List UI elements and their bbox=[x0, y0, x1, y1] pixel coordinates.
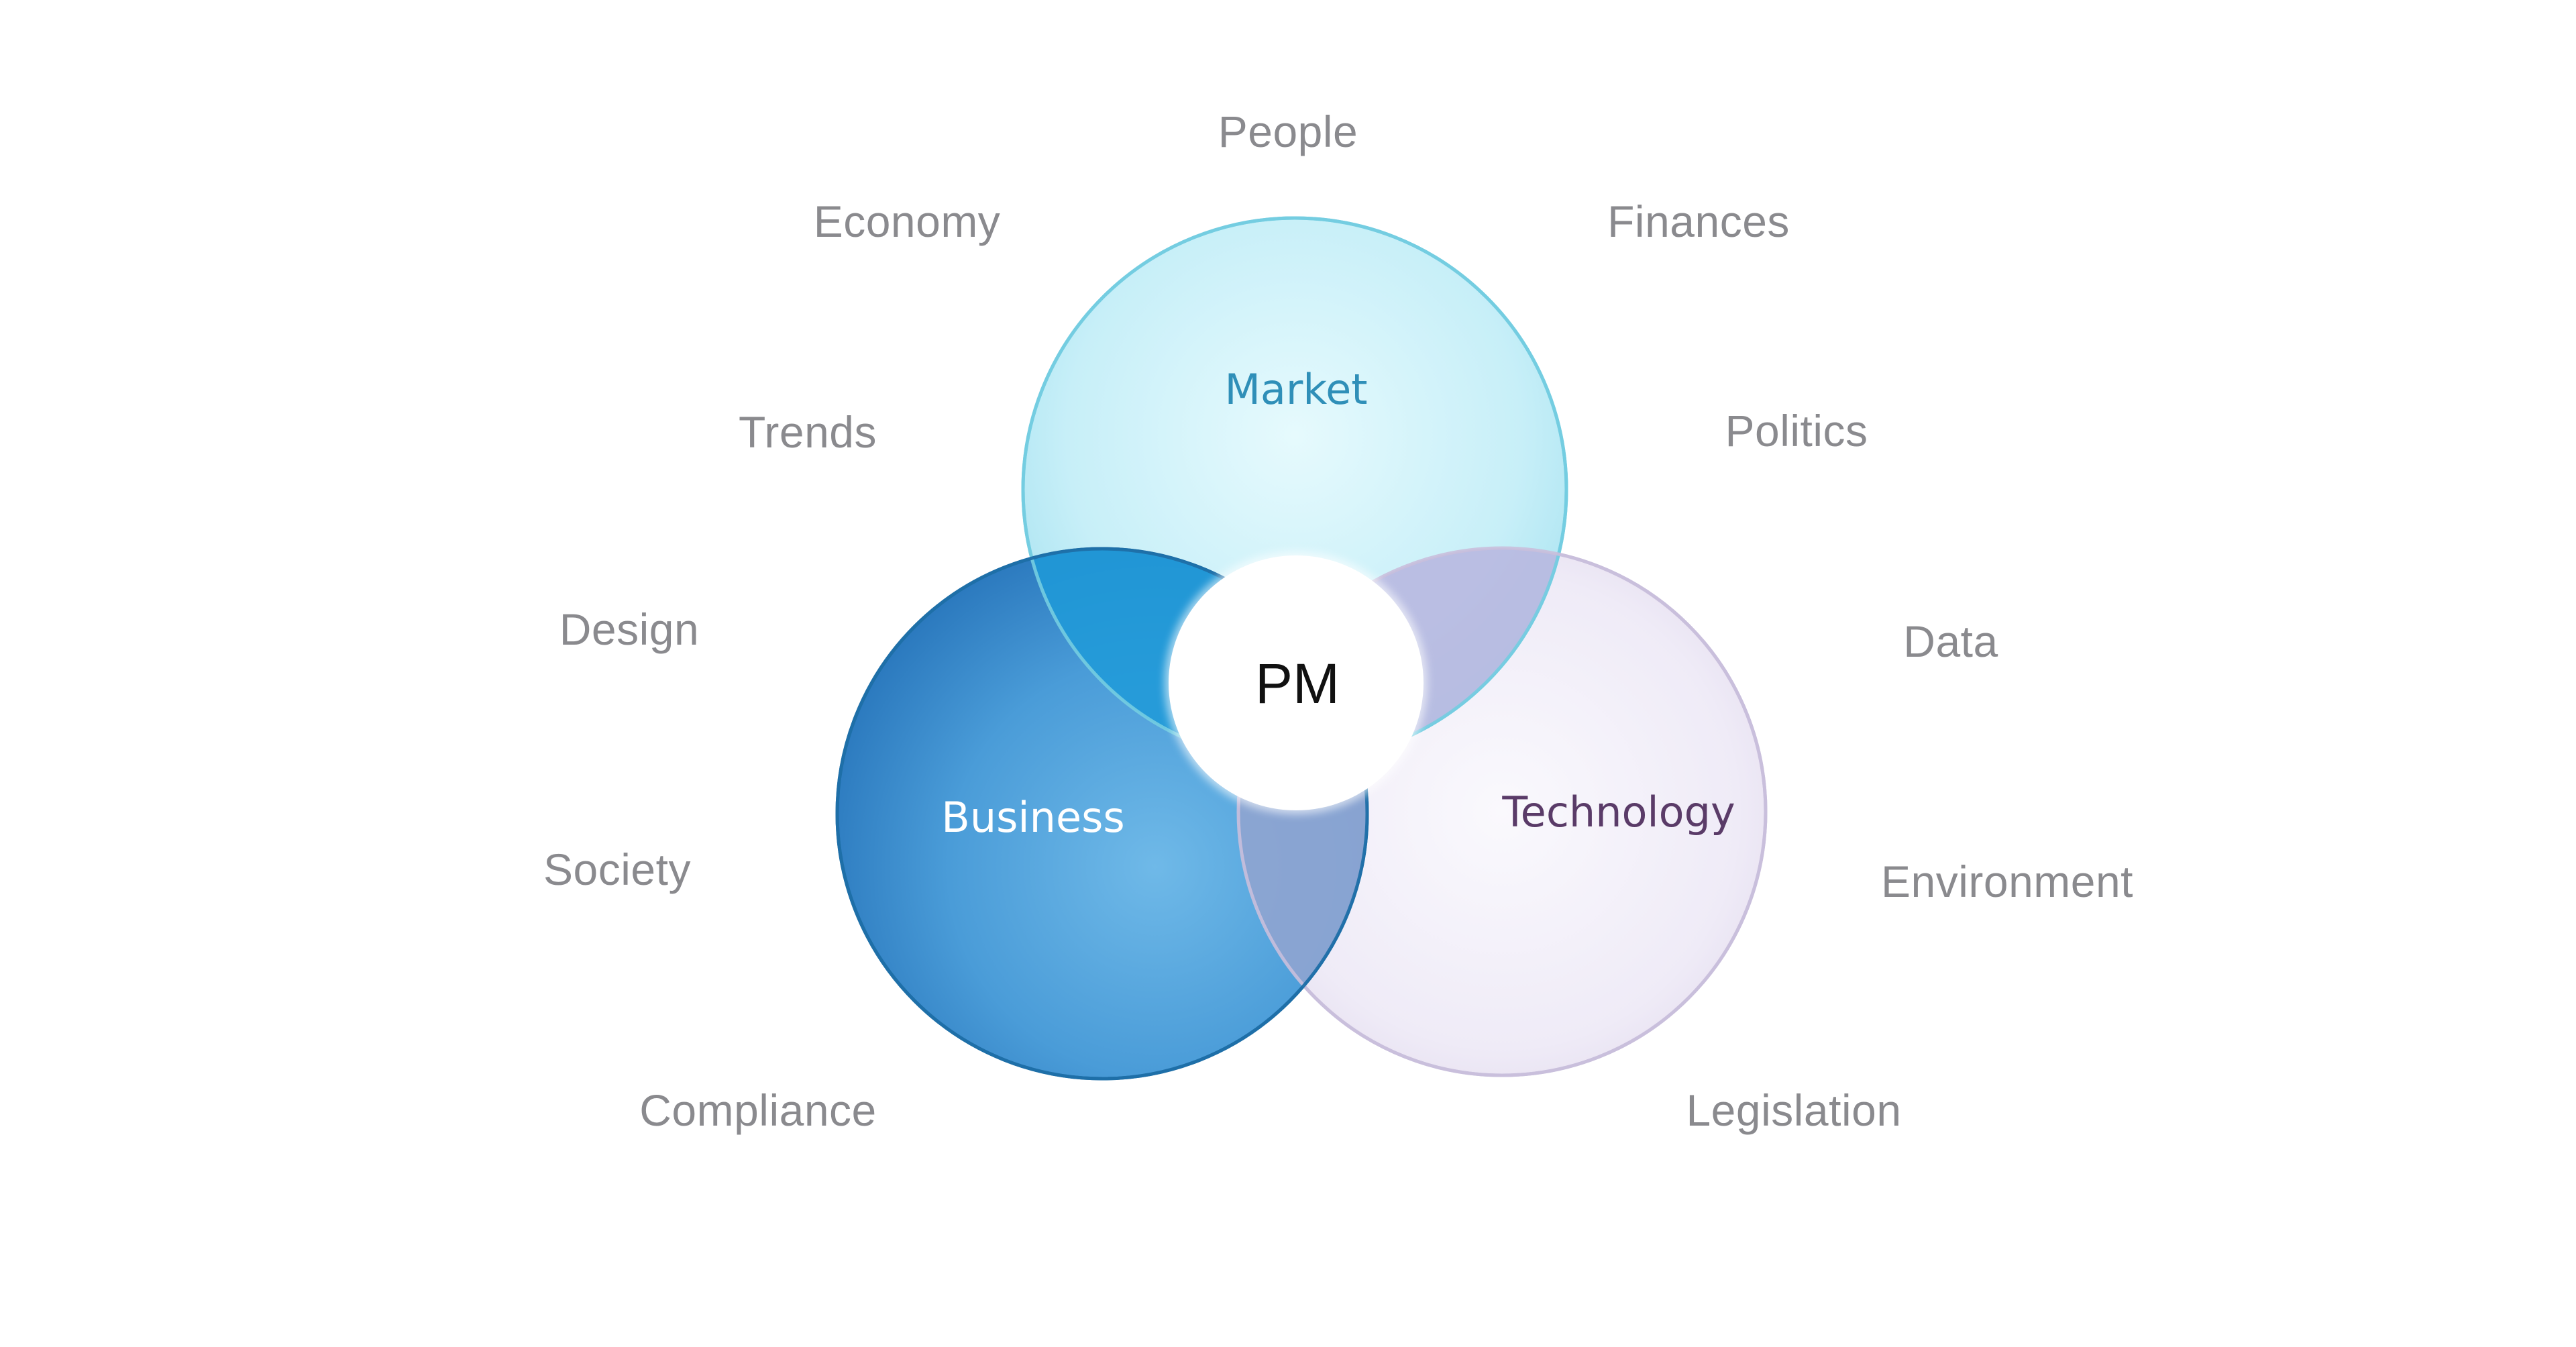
outer-label-environment: Environment bbox=[1880, 857, 2134, 906]
outer-label-design: Design bbox=[559, 604, 700, 654]
technology-label: Technology bbox=[1501, 788, 1735, 837]
outer-label-data: Data bbox=[1903, 616, 1998, 666]
outer-label-society: Society bbox=[543, 845, 691, 894]
outer-label-finances: Finances bbox=[1607, 197, 1790, 246]
market-label: Market bbox=[1224, 365, 1367, 414]
outer-label-legislation: Legislation bbox=[1686, 1085, 1902, 1135]
outer-label-politics: Politics bbox=[1725, 406, 1868, 455]
outer-label-economy: Economy bbox=[813, 197, 1001, 246]
pm-center-label: PM bbox=[1255, 652, 1340, 715]
pm-center-circle bbox=[1169, 555, 1424, 810]
outer-label-trends: Trends bbox=[739, 407, 877, 457]
outer-label-people: People bbox=[1218, 107, 1358, 156]
business-market-overlap bbox=[1023, 549, 1367, 761]
outer-label-compliance: Compliance bbox=[639, 1085, 877, 1135]
business-label: Business bbox=[941, 793, 1124, 842]
